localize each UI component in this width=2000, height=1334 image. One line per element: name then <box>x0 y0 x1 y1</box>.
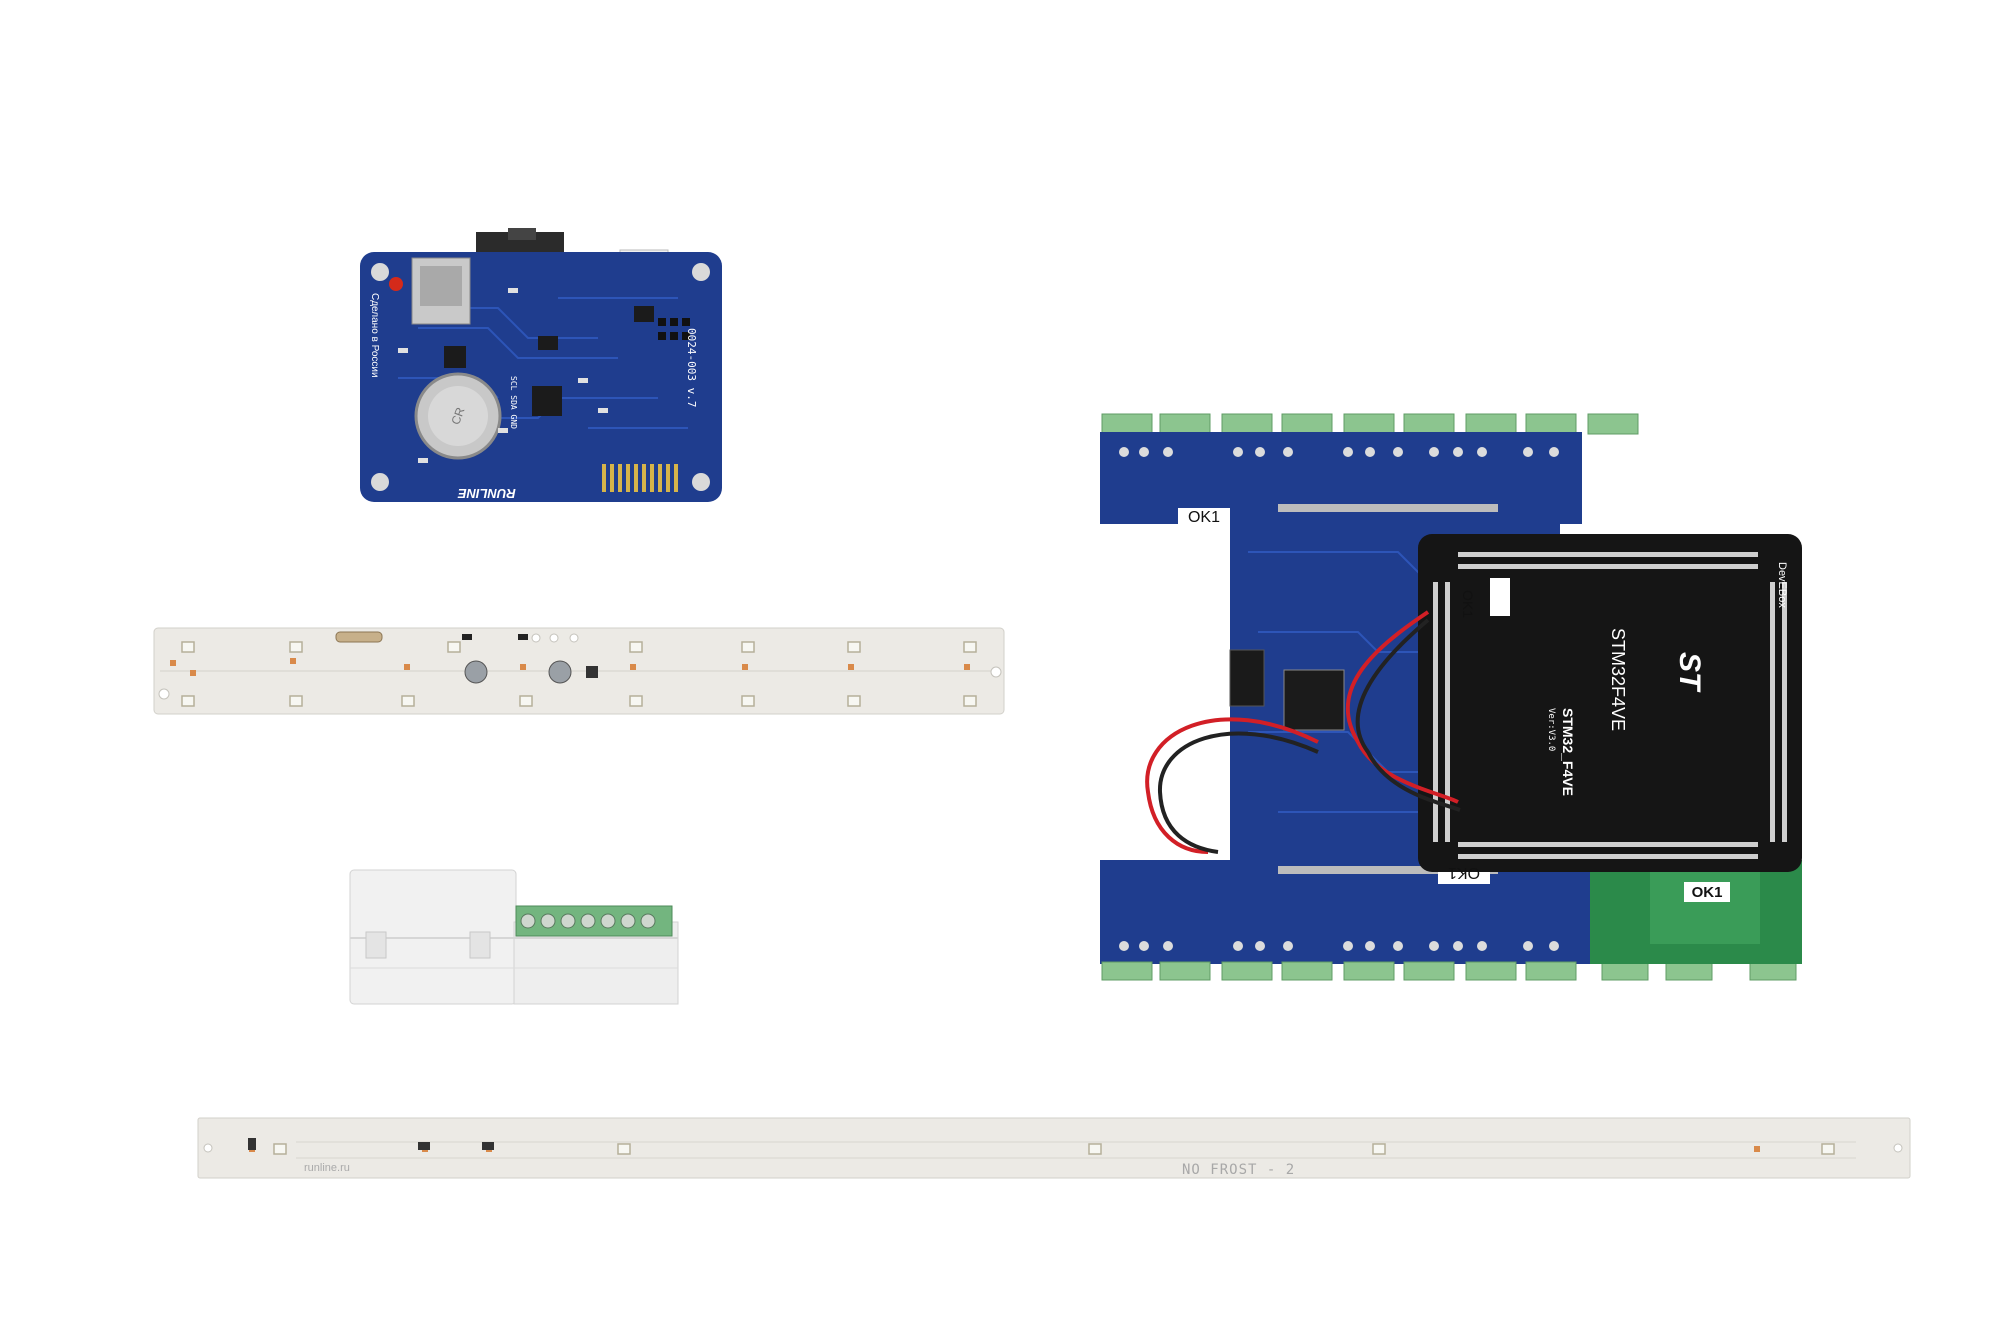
devebox-brand-label: DevEBox <box>1776 562 1788 608</box>
made-in-label: Сделано в России <box>369 293 380 378</box>
led-strip-short <box>150 624 1012 720</box>
main-controller-assembly: OK1 OK1 OK1 OK1 STM32_F4VE STM32F4VE Ver… <box>1098 412 1812 982</box>
ok1-label-green: OK1 <box>1691 884 1723 901</box>
brand-logo: RUNLINE <box>458 486 516 501</box>
led-strip-long: runline.ru NO FROST - 2 <box>196 1112 1916 1186</box>
controller-board: CR 0024-003 v.7 Сделано в России SCL SDA… <box>358 228 724 503</box>
strip-name-label: NO FROST - 2 <box>1182 1162 1296 1178</box>
stm-model-large-label: STM32F4VE <box>1608 628 1628 732</box>
strip-site-label: runline.ru <box>304 1162 350 1174</box>
st-logo: ST <box>1673 652 1706 691</box>
ok1-label-bottom: OK1 <box>1448 864 1481 881</box>
stm-model-label: STM32_F4VE <box>1560 708 1576 796</box>
stm-version-label: Ver:V3.0 <box>1546 708 1556 752</box>
svg-text:CR: CR <box>448 405 467 426</box>
enclosure-with-terminal-block <box>344 866 684 1012</box>
ok1-label-top: OK1 <box>1187 509 1220 526</box>
board-revision-label: 0024-003 v.7 <box>685 328 698 408</box>
ok1-label-black: OK1 <box>1460 590 1476 619</box>
pin-label: SCL SDA GND <box>509 376 518 429</box>
